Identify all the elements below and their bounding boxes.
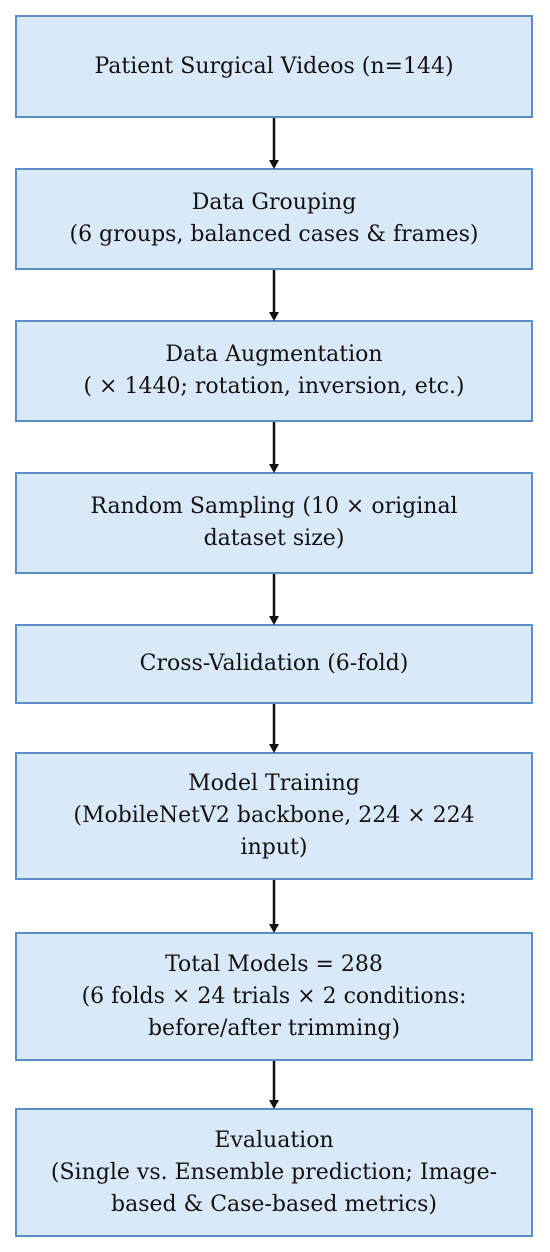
node-line: ( × 1440; rotation, inversion, etc.) [83,374,465,399]
node-title: Evaluation [214,1127,334,1153]
node-data-grouping: Data Grouping (6 groups, balanced cases … [15,168,533,270]
node-line: (6 folds × 24 trials × 2 conditions: [81,983,467,1009]
node-title: Total Models = 288 [165,951,383,977]
node-cross-validation: Cross-Validation (6-fold) [15,624,533,704]
node-total-models: Total Models = 288 (6 folds × 24 trials … [15,932,533,1061]
node-evaluation: Evaluation (Single vs. Ensemble predicti… [15,1108,533,1237]
node-line: (Single vs. Ensemble prediction; Image- [50,1159,498,1185]
node-line: based & Case-based metrics) [111,1191,437,1217]
node-line: dataset size) [203,526,345,551]
node-patient-surgical-videos: Patient Surgical Videos (n=144) [15,15,533,118]
node-line: Random Sampling (10 × original [90,494,458,519]
node-line: before/after trimming) [147,1015,401,1041]
node-line: Patient Surgical Videos (n=144) [94,53,454,79]
node-line: input) [240,835,308,860]
node-title: Data Grouping [191,190,357,215]
node-random-sampling: Random Sampling (10 × original dataset s… [15,472,533,574]
node-data-augmentation: Data Augmentation ( × 1440; rotation, in… [15,320,533,422]
node-line: Cross-Validation (6-fold) [139,651,409,676]
node-title: Model Training [188,771,360,796]
node-line: (MobileNetV2 backbone, 224 × 224 [73,803,475,828]
node-title: Data Augmentation [165,342,383,367]
node-line: (6 groups, balanced cases & frames) [69,222,479,247]
node-model-training: Model Training (MobileNetV2 backbone, 22… [15,752,533,880]
